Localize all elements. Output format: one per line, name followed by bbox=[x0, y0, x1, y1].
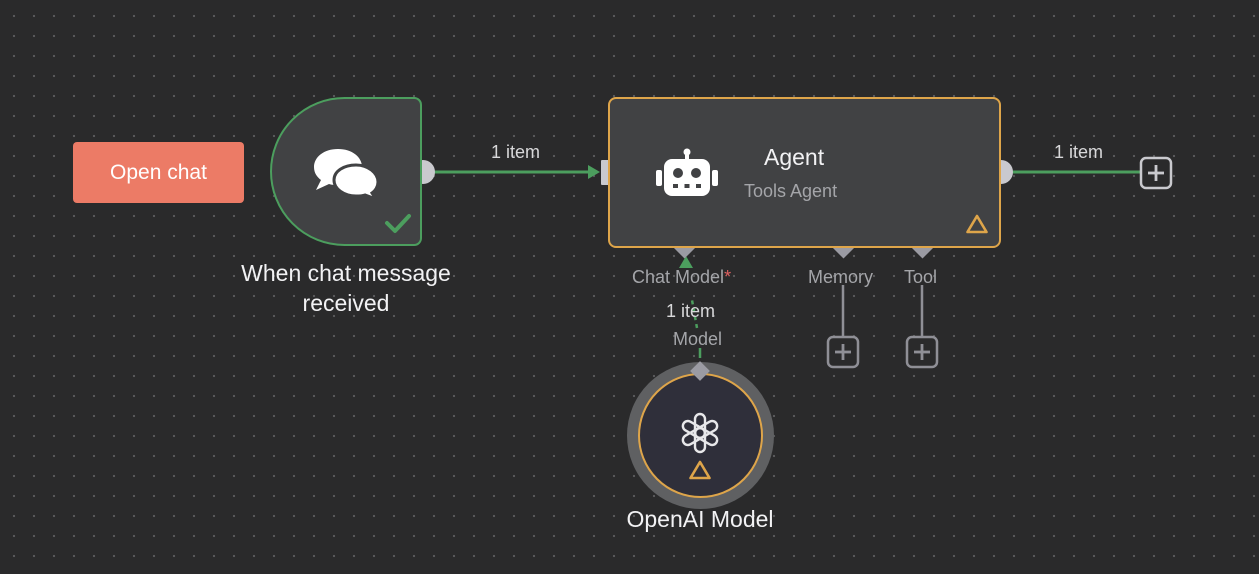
agent-output-item-count: 1 item bbox=[1054, 142, 1104, 162]
chat-model-input-label: Chat Model* bbox=[632, 267, 731, 288]
chat-bubbles-icon bbox=[314, 149, 380, 199]
memory-input-label: Memory bbox=[808, 267, 874, 287]
required-marker: * bbox=[724, 267, 732, 287]
trigger-label-line2: received bbox=[302, 290, 390, 316]
connection-arrow bbox=[588, 165, 600, 179]
add-node-output-plus-icon[interactable] bbox=[1139, 156, 1173, 190]
add-memory-plus-icon[interactable] bbox=[826, 335, 860, 369]
agent-subtitle: Tools Agent bbox=[744, 181, 838, 201]
model-node-label: OpenAI Model bbox=[626, 506, 774, 532]
openai-logo-icon bbox=[681, 412, 719, 454]
model-output-handle[interactable] bbox=[689, 360, 711, 382]
trigger-node-label: When chat message received bbox=[215, 258, 477, 318]
add-tool-plus-icon[interactable] bbox=[905, 335, 939, 369]
robot-icon bbox=[656, 148, 718, 196]
trigger-label-line1: When chat message bbox=[241, 260, 451, 286]
open-chat-button[interactable]: Open chat bbox=[73, 142, 244, 203]
warning-triangle-icon[interactable] bbox=[965, 213, 989, 234]
trigger-agent-item-count: 1 item bbox=[491, 142, 541, 162]
chat-model-label-text: Chat Model bbox=[632, 267, 725, 287]
model-warning-triangle-icon[interactable] bbox=[688, 459, 712, 480]
connection-arrow-up bbox=[679, 256, 693, 268]
model-agent-item-count: 1 item bbox=[666, 301, 716, 321]
model-output-label: Model bbox=[673, 329, 723, 349]
check-icon bbox=[385, 214, 411, 233]
tool-input-label: Tool bbox=[904, 267, 938, 287]
agent-title: Agent bbox=[764, 144, 825, 170]
